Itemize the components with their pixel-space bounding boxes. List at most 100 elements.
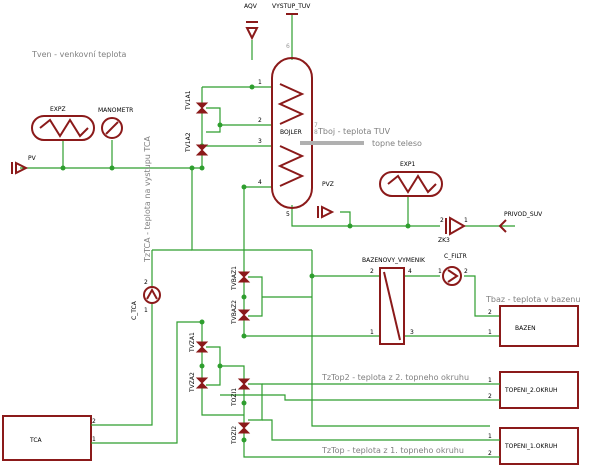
wire-tztca-to-topeni1: [311, 250, 490, 427]
pin-number: 1: [144, 307, 148, 314]
junction: [241, 333, 247, 339]
valve-tozi1: [237, 378, 251, 390]
c-filtr-pump: [442, 266, 462, 286]
label-tztop2: TzTop2 - teplota z 2. topneho okruhu: [321, 373, 469, 382]
pin-number: 2: [488, 393, 492, 400]
junction: [217, 363, 223, 369]
topeni-2-box: [490, 371, 579, 409]
label-tv1a1: TV1A1: [185, 90, 192, 111]
label-topne-teleso: topne teleso: [372, 139, 422, 148]
pin-number: 2: [464, 268, 468, 275]
wire-tca-p1: [100, 321, 202, 444]
wire-topeni1-p2: [262, 419, 490, 441]
pv-terminal: [11, 161, 29, 175]
label-tztop: TzTop - teplota z 1. topneho okruhu: [321, 446, 464, 455]
label-tbaz: Tbaz - teplota v bazenu: [485, 295, 580, 304]
pin-number: 1: [92, 436, 96, 443]
wires: [20, 14, 515, 458]
junction: [189, 165, 195, 171]
pin-number: 1: [370, 329, 374, 336]
label-tvza1: TVZA1: [189, 332, 196, 353]
pin-number: 4: [258, 179, 262, 186]
junction: [60, 165, 66, 171]
pin-number: 5: [286, 211, 290, 218]
pin-number: 3: [258, 138, 262, 145]
label-vystup-tuv: VYSTUP_TUV: [272, 3, 311, 10]
valve-tvza1: [195, 341, 209, 353]
pin-number: 2: [488, 450, 492, 457]
valve-tv1a1: [195, 102, 209, 114]
wire-boiler-p5: [291, 205, 440, 227]
wire-tv1a-bypass: [206, 107, 221, 133]
c-tca-pump: [143, 286, 161, 304]
pin-number: 2: [488, 309, 492, 316]
junction: [309, 273, 315, 279]
label-exp1: EXP1: [400, 161, 416, 168]
junction: [347, 223, 353, 229]
exp1-vessel: [379, 171, 443, 197]
label-manometr: MANOMETR: [98, 107, 133, 114]
label-tboj: Tboj - teplota TUV: [317, 127, 391, 136]
pin-number: 2: [440, 217, 444, 224]
wire-c-tca-bottom: [100, 303, 153, 426]
label-pvz: PVZ: [322, 181, 334, 188]
wire-filter-to-bazen: [464, 275, 500, 317]
label-tven: Tven - venkovní teplota: [31, 50, 127, 59]
wire-tozi1-top: [220, 365, 245, 379]
label-tozi1: TOZI1: [231, 388, 238, 407]
pin-number: 4: [408, 268, 412, 275]
pin-number: 1: [438, 268, 442, 275]
valve-tv1a2: [195, 144, 209, 156]
label-topeni-1: TOPENI_1.OKRUH: [504, 443, 558, 450]
junction: [241, 437, 247, 443]
pin-number: 1: [464, 217, 468, 224]
label-tvza2: TVZA2: [189, 372, 196, 393]
valve-tozi2: [237, 422, 251, 434]
manometr-gauge: [101, 117, 123, 139]
label-bazenovy-vymenik: BAZENOVY_VYMENIK: [362, 257, 426, 264]
pin-number: 8: [314, 129, 318, 136]
pin-number: 1: [258, 79, 262, 86]
label-zk3: ZK3: [438, 237, 450, 244]
junction: [199, 363, 205, 369]
junction: [217, 122, 223, 128]
label-expz: EXPZ: [50, 106, 66, 113]
wire-tvza2-bottom: [201, 388, 244, 416]
pin-number: 1: [488, 377, 492, 384]
label-aqv: AQV: [244, 3, 258, 10]
zk3-check-valve: [445, 216, 467, 236]
label-bazen: BAZEN: [515, 325, 536, 332]
junction: [241, 294, 247, 300]
pin-number: 1: [488, 433, 492, 440]
pin-number: 2: [370, 268, 374, 275]
wire-pvz: [340, 211, 351, 226]
pin-number: 3: [410, 329, 414, 336]
pin-number: 6: [286, 43, 290, 50]
valve-tvza2: [195, 377, 209, 389]
wire-tvbaz-bypass: [248, 276, 263, 317]
junction: [249, 84, 255, 90]
label-tvbaz2: TVBAZ2: [231, 300, 238, 325]
label-topeni-2: TOPENI_2.OKRUH: [504, 387, 558, 394]
privod-suv-arrow: [498, 219, 507, 233]
pin-number: 1: [488, 329, 492, 336]
junction: [405, 223, 411, 229]
label-tvbaz1: TVBAZ1: [231, 266, 238, 291]
bazen-box: [499, 305, 579, 347]
tca-box: [2, 415, 100, 461]
pvz-terminal: [317, 205, 335, 219]
pin-number: 2: [258, 117, 262, 124]
pin-number: 2: [144, 279, 148, 286]
label-tozi2: TOZI2: [231, 426, 238, 445]
label-tv1a2: TV1A2: [185, 132, 192, 153]
label-bojler: BOJLER: [280, 129, 302, 136]
label-c-tca: C_TCA: [131, 300, 138, 320]
junction: [241, 400, 247, 406]
junction: [199, 319, 205, 325]
junction: [241, 184, 247, 190]
label-c-filtr: C_FILTR: [444, 253, 467, 260]
bazenovy-vymenik: [379, 267, 405, 345]
junction: [109, 165, 115, 171]
label-pv: PV: [28, 155, 37, 162]
